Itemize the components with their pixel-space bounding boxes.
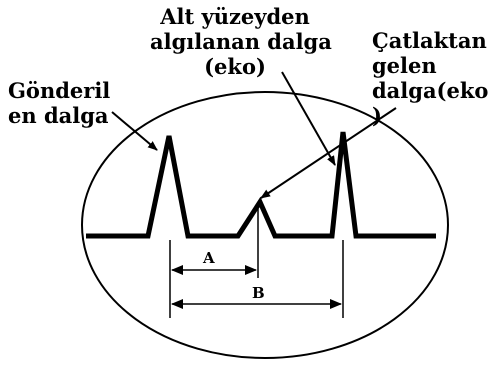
screen-circle bbox=[81, 91, 449, 359]
signal-trace bbox=[86, 131, 436, 239]
sent-wave-pointer bbox=[111, 111, 158, 151]
dimension-a-left-arrow bbox=[171, 265, 183, 275]
bottom-echo-label-line2: algılanan dalga bbox=[150, 29, 332, 54]
crack-echo-label-line2: gelen bbox=[372, 53, 437, 78]
crack-echo-label-line1: Çatlaktan bbox=[372, 28, 487, 53]
bottom-echo-label: Alt yüzeyden algılanan dalga (eko) bbox=[150, 4, 332, 79]
dimension-b-left-arrow bbox=[171, 299, 183, 309]
sent-wave-label: Gönderil en dalga bbox=[8, 78, 110, 128]
dimension-b-label: B bbox=[252, 284, 265, 302]
bottom-echo-label-line1: Alt yüzeyden bbox=[160, 4, 310, 29]
sent-wave-label-line1: Gönderil bbox=[8, 78, 111, 103]
sent-wave-label-line2: en dalga bbox=[8, 103, 109, 128]
crack-echo-label: Çatlaktan gelen dalga(eko ) bbox=[372, 28, 488, 128]
dimension-a-right-arrow bbox=[245, 265, 257, 275]
crack-echo-label-line3: dalga(eko bbox=[372, 78, 489, 103]
bottom-echo-pointer bbox=[281, 71, 336, 166]
crack-echo-label-line4: ) bbox=[372, 103, 382, 128]
dimension-b-right-arrow bbox=[330, 299, 342, 309]
bottom-echo-label-line3: (eko) bbox=[204, 54, 266, 79]
dimension-a-label: A bbox=[202, 249, 215, 267]
crack-echo-pointer bbox=[260, 107, 397, 199]
